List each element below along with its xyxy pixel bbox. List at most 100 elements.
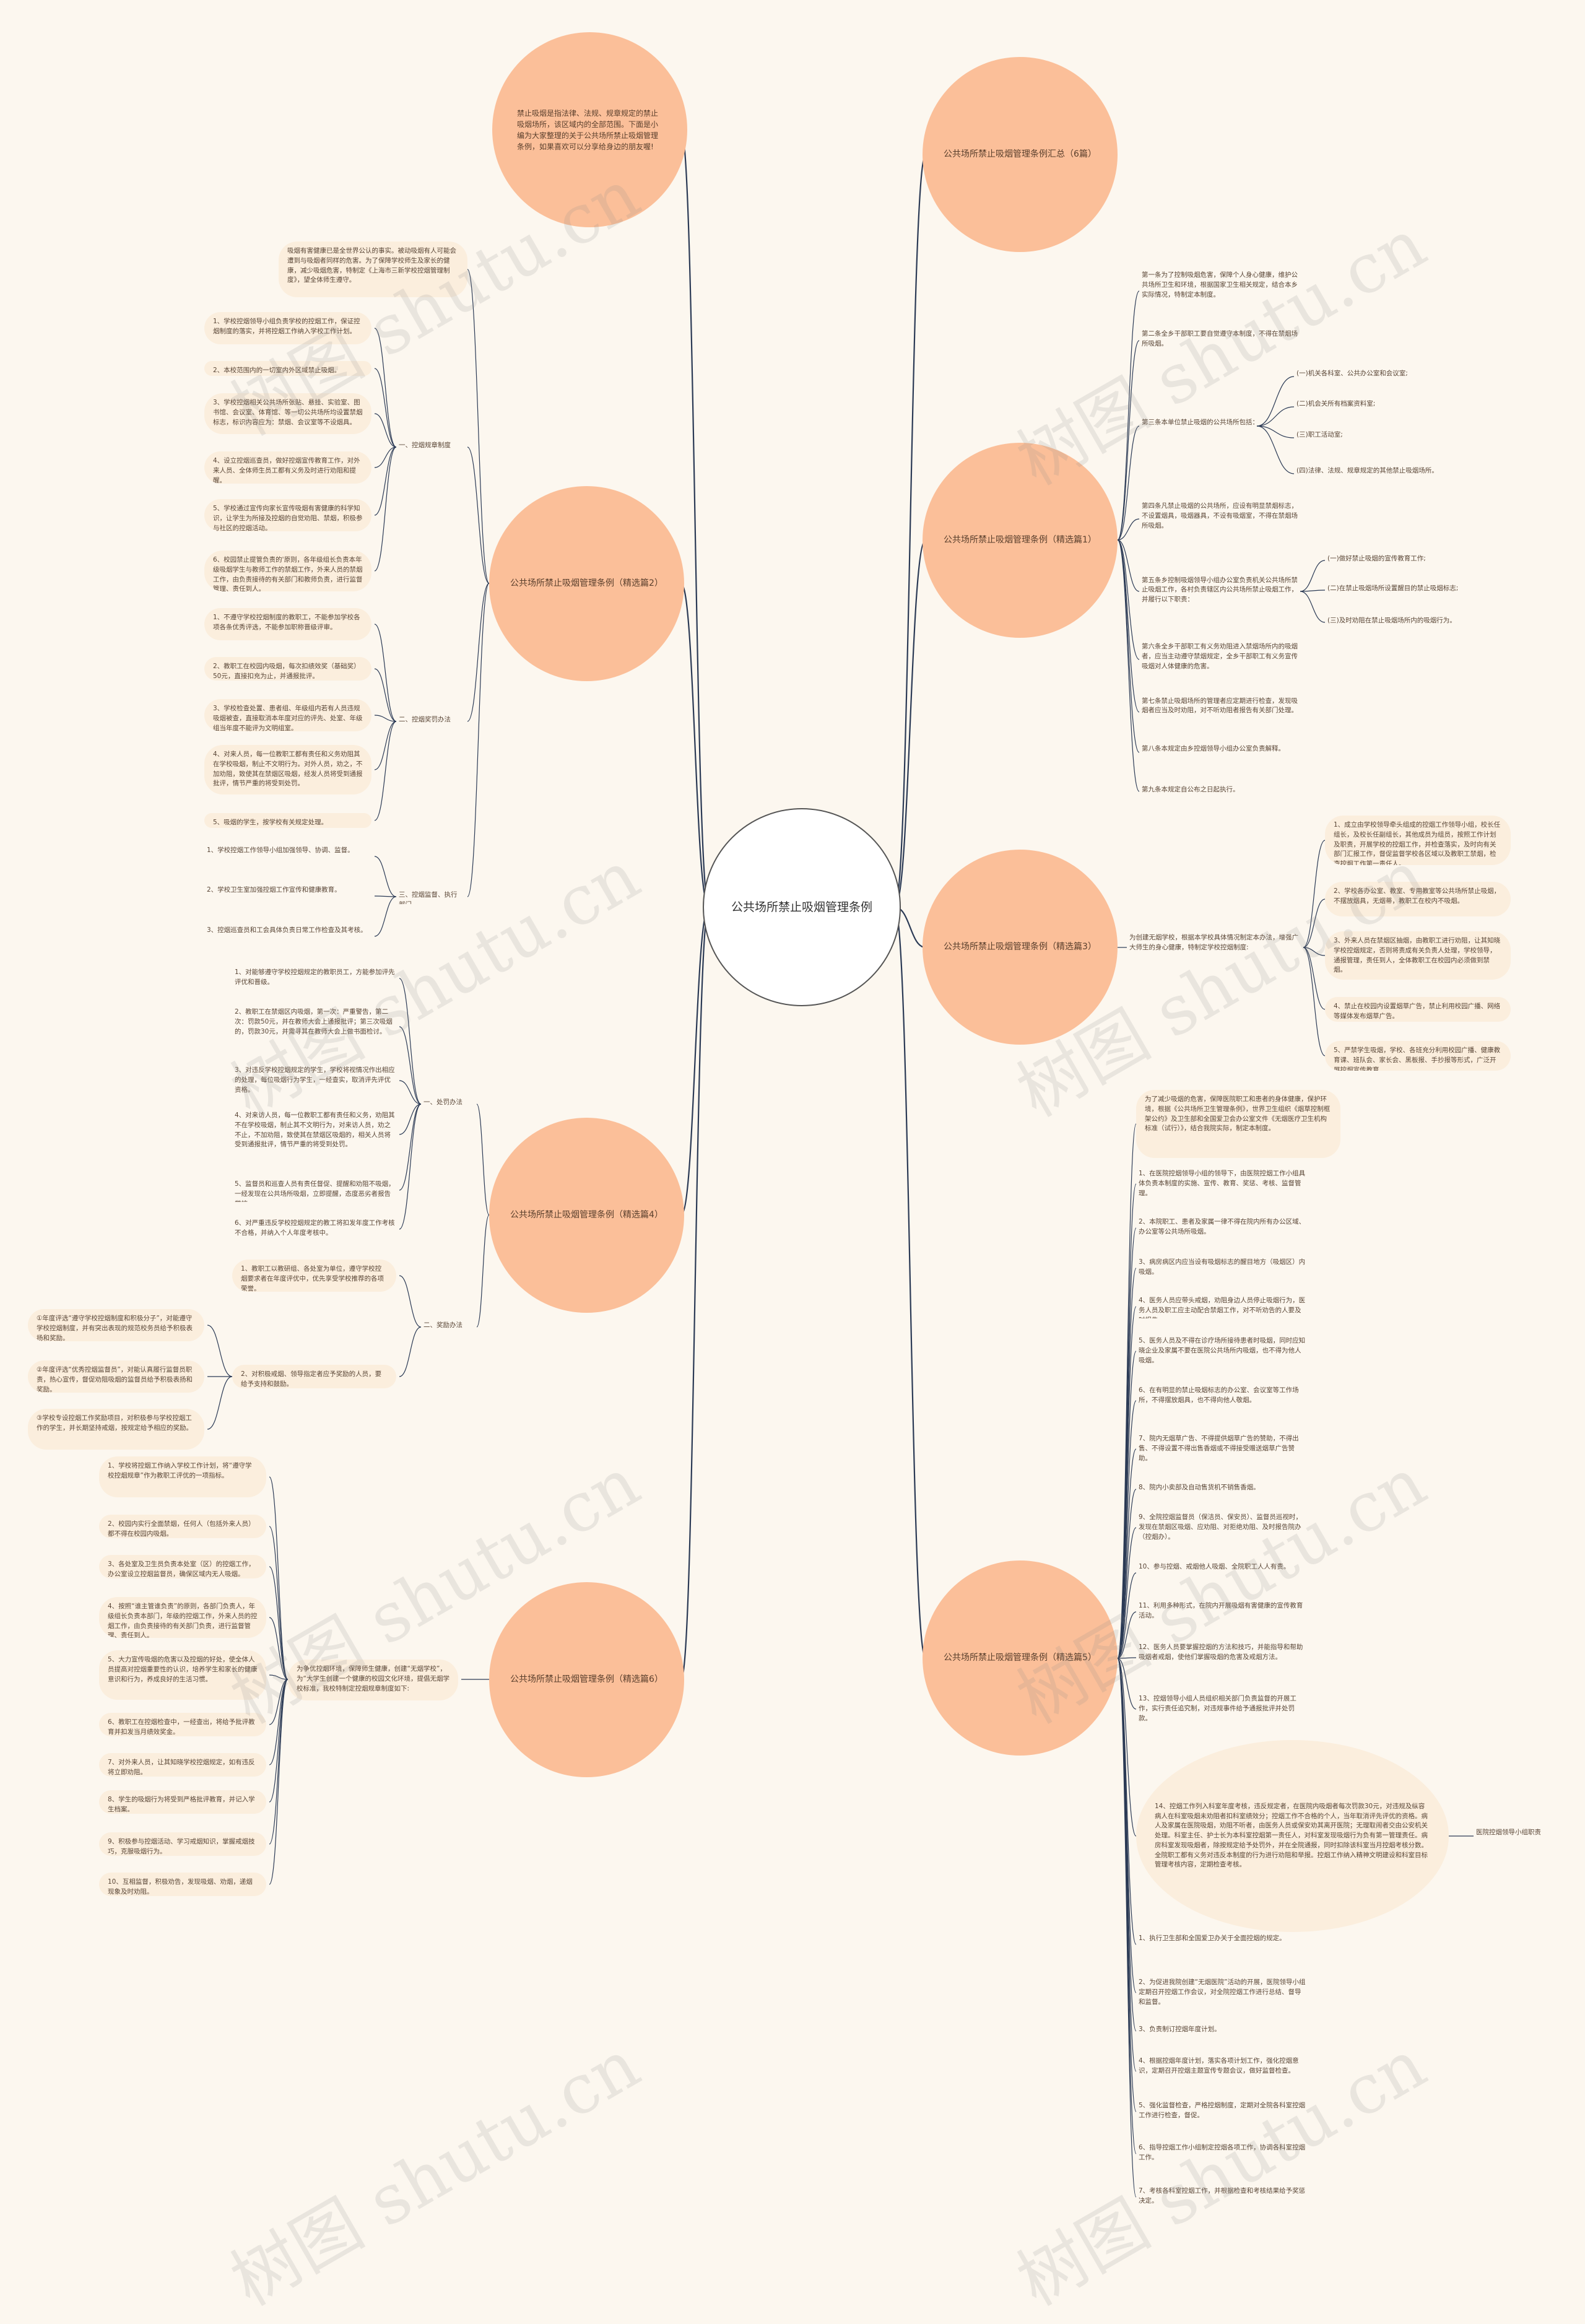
article-3-item[interactable]: 3、外来人员在禁烟区抽烟，由教职工进行劝阻，让其知晓学校控烟规定，否则将责成有关… [1325,931,1511,980]
article-1-item[interactable]: 第九条本规定自公布之日起执行。 [1142,785,1240,793]
summary-node[interactable]: 公共场所禁止吸烟管理条例汇总（6篇） [923,57,1118,252]
article-6-item[interactable]: 10、互相监督，积极劝告，发现吸烟、劝烟，递烟现象及时劝阻。 [99,1873,266,1896]
article-3-node[interactable]: 公共场所禁止吸烟管理条例（精选篇3） [923,850,1118,1045]
article-2-section-label[interactable]: 二、控烟奖罚办法 [399,716,451,723]
article-5-node[interactable]: 公共场所禁止吸烟管理条例（精选篇5） [923,1560,1118,1756]
article-6-item[interactable]: 6、教职工在控烟检查中，一经查出，将给予批评教育并扣发当月绩效奖金。 [99,1713,266,1736]
article-6-item[interactable]: 3、各处室及卫生员负责本处室（区）的控烟工作，办公室设立控烟监督员，确保区域内无… [99,1555,266,1578]
article-6-item[interactable]: 5、大力宣传吸烟的危害以及控烟的好处，使全体人员提高对控烟重要性的认识，培养学生… [99,1650,266,1700]
article-2-item[interactable]: 1、学校控烟领导小组负责学校的控烟工作，保证控烟制度的落实，并将控烟工作纳入学校… [204,312,371,344]
article-4-subitem[interactable]: ③学校专设控烟工作奖励项目，对积极参与学校控烟工作的学生，并长期坚持戒烟，按规定… [28,1409,204,1450]
article-6-node[interactable]: 公共场所禁止吸烟管理条例（精选篇6） [489,1582,684,1777]
connector-line [467,583,490,722]
article-4-item[interactable]: 1、教职工以教研组、各处室为单位，遵守学校控烟要求者在年度评优中，优先享受学校推… [232,1260,396,1292]
article-5-item[interactable]: 8、院内小卖部及自动售货机不销售香烟。 [1139,1484,1260,1491]
article-1-item[interactable]: 第四条凡禁止吸烟的公共场所，应设有明显禁烟标志，不设置烟具，吸烟器具，不设有吸烟… [1142,502,1298,529]
article-3-intro[interactable]: 为创建无烟学校，根据本学校具体情况制定本办法，增强广大师生的身心健康，特制定学校… [1129,934,1298,951]
article-2-item[interactable]: 6、校园禁止提管负责的'原则，各年级组长负责本年级吸烟学生与教师工作的禁烟工作，… [204,551,371,591]
article-6-item[interactable]: 7、对外来人员，让其知晓学校控烟规定，如有违反将立即劝阻。 [99,1753,266,1777]
article-5-item[interactable]: 12、医务人员要掌握控烟的方法和技巧，并能指导和帮助吸烟者戒烟，使他们掌握吸烟的… [1139,1643,1303,1661]
article-1-item[interactable]: 第一条为了控制吸烟危害，保障个人身心健康，维护公共场所卫生和环境，根据国家卫生相… [1142,271,1298,298]
article-4-section-label[interactable]: 一、处罚办法 [423,1099,462,1106]
article-2-item[interactable]: 4、对来人员，每一位教职工都有责任和义务劝阻其在学校吸烟，制止不文明行为。对外人… [204,745,371,794]
article-5-item[interactable]: 7、院内无烟草广告、不得提供烟草广告的赞助，不得出售、不得设置不得出售香烟或不得… [1139,1435,1299,1462]
article-5-side-item[interactable]: 2、为促进我院创建“无烟医院”活动的开展，医院领导小组定期召开控烟工作会议，对全… [1139,1978,1306,2006]
article-4-item[interactable]: 2、教职工在禁烟区内吸烟，第一次：严重警告，第二次：罚款50元，并在教师大会上通… [235,1008,393,1035]
article-4-item[interactable]: 6、对严重违反学校控烟规定的教工将扣发年度工作考核不合格，并纳入个人年度考核中。 [235,1219,395,1237]
article-2-item[interactable]: 3、控烟巡查员和工会具体负责日常工作检查及其考核。 [207,926,367,934]
article-2-item[interactable]: 2、学校卫生室加强控烟工作宣传和健康教育。 [207,886,341,894]
article-2-item[interactable]: 3、学校控烟相关公共场所张贴、悬挂、实验室、图书馆、会议室、体育馆、等一切公共场… [204,393,371,434]
article-2-section-label[interactable]: 三、控烟监督、执行部门 [399,891,458,904]
article-6-item[interactable]: 9、积极参与控烟活动、学习戒烟知识，掌握戒烟技巧，克服吸烟行为。 [99,1832,266,1856]
article-3-item[interactable]: 1、成立由学校领导牵头组成的控烟工作领导小组，校长任组长，及校长任副组长，其他成… [1325,816,1511,865]
article-5-item[interactable]: 1、在医院控烟领导小组的领导下，由医院控烟工作小组具体负责本制度的实施、宣传、教… [1139,1170,1306,1197]
intro-node[interactable]: 禁止吸烟是指法律、法规、规章规定的禁止吸烟场所，该区域内的全部范围。下面是小编为… [492,32,687,227]
article-1-subitem[interactable]: (一)做好禁止吸烟的宣传教育工作; [1327,555,1426,562]
article-2-item[interactable]: 3、学校检查处置、患者组、年级组内若有人员违规吸烟被查，直接取消本年度对应的评先… [204,699,371,731]
article-6-item[interactable]: 2、校园内实行全面禁烟，任何人（包括外来人员）都不得在校园内吸烟。 [99,1515,266,1538]
article-5-item[interactable]: 3、病房病区内应当设有吸烟标志的醒目地方（吸烟区）内吸烟。 [1139,1258,1306,1276]
article-4-item[interactable]: 5、监督员和巡查人员有责任督促、提醒和劝阻不吸烟，一经发现在公共场所吸烟，立即提… [235,1180,395,1202]
connector-line [1300,590,1326,592]
article-1-subitem[interactable]: (三)及时劝阻在禁止吸烟场所内的吸烟行为。 [1327,617,1456,624]
article-2-item[interactable]: 5、吸烟的学生，按学校有关规定处理。 [204,813,371,828]
article-5-item[interactable]: 10、参与控烟、戒烟他人吸烟、全院职工人人有责。 [1139,1563,1290,1570]
article-2-item[interactable]: 2、本校范围内的一切室内外区域禁止吸烟。 [204,361,371,376]
article-4-node[interactable]: 公共场所禁止吸烟管理条例（精选篇4） [489,1118,684,1313]
article-5-side-item[interactable]: 7、考核各科室控烟工作，并根据检查和考核结果给予奖惩决定。 [1139,2187,1306,2204]
article-4-item[interactable]: 4、对来访人员，每一位教职工都有责任和义务，劝阻其不在学校吸烟，制止其不文明行为… [235,1112,395,1149]
article-5-intro[interactable]: 为了减少吸烟的危害，保障医院职工和患者的身体健康，保护环境，根据《公共场所卫生管… [1136,1090,1340,1158]
article-5-extra[interactable]: 14、控烟工作列入科室年度考核，违反规定者，在医院内吸烟者每次罚款30元，对违规… [1136,1740,1449,1932]
root-topic[interactable]: 公共场所禁止吸烟管理条例 [703,808,901,1006]
article-2-item[interactable]: 2、教职工在校园内吸烟，每次扣绩效奖（基础奖）50元，直接扣充为止，并通报批评。 [204,657,371,681]
article-1-item[interactable]: 第六条全乡干部职工有义务劝阻进入禁烟场所内的吸烟者，应当主动遵守禁烟规定，全乡干… [1142,643,1298,670]
article-5-item[interactable]: 6、在有明显的禁止吸烟标志的办公室、会议室等工作场所，不得摆放烟具，也不得向他人… [1139,1386,1299,1404]
article-6-item[interactable]: 1、学校将控烟工作纳入学校工作计划，将“遵守学校控烟规章”作为教职工评优的一项指… [99,1456,266,1497]
article-2-item[interactable]: 1、学校控烟工作领导小组加强领导、协调、监督。 [207,846,354,854]
article-4-item[interactable]: 2、对积极戒烟、领导指定者应予奖励的人员，要给予支持和鼓励。 [232,1365,396,1388]
article-5-side-item[interactable]: 6、指导控烟工作小组制定控烟各项工作，协调各科室控烟工作。 [1139,2144,1306,2161]
article-5-item[interactable]: 4、医务人员应带头戒烟，劝阻身边人员停止吸烟行为，医务人员及职工应主动配合禁烟工… [1139,1297,1306,1318]
article-1-subitem[interactable]: (三)职工活动室; [1296,431,1343,438]
article-1-item[interactable]: 第五条乡控制吸烟领导小组办公室负责机关公共场所禁止吸烟工作，各村负责辖区内公共场… [1142,576,1298,604]
article-6-item[interactable]: 4、按照“谁主管谁负责”的原则，各部门负责人，年级组长负责本部门，年级的控烟工作… [99,1597,266,1638]
article-5-item[interactable]: 11、利用多种形式，在院内开展吸烟有害健康的宣传教育活动。 [1139,1602,1303,1619]
article-1-subitem[interactable]: (四)法律、法规、规章规定的其他禁止吸烟场所。 [1296,467,1438,474]
article-5-side-item[interactable]: 3、负责制订控烟年度计划。 [1139,2026,1221,2033]
article-5-item[interactable]: 2、本院职工、患者及家属一律不得在院内所有办公区域、办公室等公共场所吸烟。 [1139,1218,1306,1235]
article-1-subitem[interactable]: (一)机关各科室、公共办公室和会议室; [1296,370,1408,377]
article-5-item[interactable]: 9、全院控烟监督员（保洁员、保安员）、监督员巡视时，发现在禁烟区吸烟、应劝阻、对… [1139,1513,1302,1541]
article-5-side-item[interactable]: 5、强化监督检查，严格控烟制度，定期对全院各科室控烟工作进行检查，督促。 [1139,2102,1306,2119]
article-5-item[interactable]: 5、医务人员及不得在诊疗场所接待患者时吸烟，同时应知晓企业及家属不要在医院公共场… [1139,1337,1306,1364]
article-6-item[interactable]: 8、学生的吸烟行为将受到严格批评教育，并记入学生档案。 [99,1790,266,1814]
article-2-item[interactable]: 5、学校通过宣传向家长宣传吸烟有害健康的科学知识，让学生为所接及控烟的自觉劝阻、… [204,499,371,531]
connector-line [374,856,397,897]
article-5-item[interactable]: 13、控烟领导小组人员组织相关部门负责监督的开展工作，实行责任追究制，对违规事件… [1139,1695,1296,1722]
article-5-side-item[interactable]: 4、根据控烟年度计划，落实各项计划工作，强化控烟意识，定期召开控烟主题宣传专题会… [1139,2057,1299,2074]
article-1-item[interactable]: 第二条全乡干部职工要自觉遵守本制度，不得在禁烟场所吸烟。 [1142,330,1298,347]
article-4-section-label[interactable]: 二、奖励办法 [423,1321,462,1329]
article-3-item[interactable]: 4、禁止在校园内设置烟草广告，禁止利用校园广播、网络等媒体发布烟草广告。 [1325,997,1511,1022]
article-5-side-item[interactable]: 1、执行卫生部和全国爱卫办关于全面控烟的规定。 [1139,1934,1286,1942]
article-2-node[interactable]: 公共场所禁止吸烟管理条例（精选篇2） [489,486,684,681]
article-3-item[interactable]: 2、学校各办公室、教室、专用教室等公共场所禁止吸烟，不摆放烟具，无烟蒂，教职工在… [1325,882,1511,916]
article-2-section-label[interactable]: 一、控烟规章制度 [399,442,451,449]
article-2-item[interactable]: 1、不遵守学校控烟制度的教职工，不能参加学校各项各条优秀评选，不能参加职称晋级评… [204,608,371,640]
article-4-item[interactable]: 1、对能够遵守学校控烟规定的教职员工，方能参加评先评优和晋级。 [235,968,395,986]
article-1-item[interactable]: 第三条本单位禁止吸烟的公共场所包括： [1142,419,1259,426]
article-1-subitem[interactable]: (二)机会关所有档案资料室; [1296,400,1376,407]
article-6-intro[interactable]: 为争优控烟环境，保障师生健康，创建“无烟学校”，为“大学生创建一个健康的校园文化… [288,1660,458,1700]
article-1-item[interactable]: 第七条禁止吸烟场所的管理者应定期进行检查，发现吸烟者应当及时劝阻，对不听劝阻者报… [1142,697,1298,715]
article-1-node[interactable]: 公共场所禁止吸烟管理条例（精选篇1） [923,443,1118,638]
article-4-subitem[interactable]: ①年度评选“遵守学校控烟制度和积极分子”，对能遵守学校控烟制度，并有突出表现的规… [28,1309,204,1341]
article-2-intro[interactable]: 吸烟有害健康已是全世界公认的事实。被动吸烟有人可能会遭到与吸烟者同样的危害。为了… [279,242,467,297]
article-4-subitem[interactable]: ②年度评选“优秀控烟监督员”，对能认真履行监督员职责，热心宣传，督促劝阻吸烟的监… [28,1360,204,1393]
article-1-subitem[interactable]: (二)在禁止吸烟场所设置醒目的禁止吸烟标志; [1327,585,1459,592]
article-5-extra-side[interactable]: 医院控烟领导小组职责 [1476,1829,1541,1836]
article-1-item[interactable]: 第八条本规定由乡控烟领导小组办公室负责解释。 [1142,745,1285,752]
article-3-item[interactable]: 5、严禁学生吸烟，学校、各班充分利用校园广播、健康教育课、班队会、家长会、黑板报… [1325,1041,1511,1071]
connector-line [680,906,710,1216]
article-4-item[interactable]: 3、对违反学校控烟规定的学生，学校将视情况作出相应的处理，每位吸烟行为学生，一经… [235,1066,395,1094]
article-2-item[interactable]: 4、设立控烟巡查员，做好控烟宣传教育工作，对外来人员、全体师生员工都有义务及时进… [204,451,371,484]
